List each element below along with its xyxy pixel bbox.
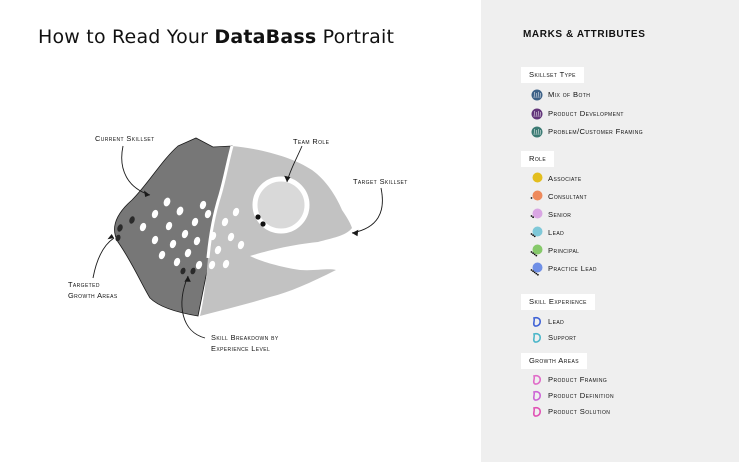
- legend-item-label: Practice Lead: [548, 264, 597, 273]
- breakdown-annotation: Skill Breakdown by Experience Level: [211, 332, 279, 354]
- fish-portrait-diagram: [92, 137, 383, 339]
- skillset-circle-icon: [531, 89, 543, 101]
- target-skillset-leader: [351, 187, 383, 234]
- legend-item-label: Associate: [548, 174, 582, 183]
- breakdown-label-line1: Skill Breakdown by: [211, 333, 279, 342]
- growth-scale-icon: [532, 390, 541, 401]
- skillset-circle-icon: [531, 126, 543, 138]
- team-role-eye: [252, 176, 310, 234]
- target-skillset-label: Target Skillset: [353, 177, 408, 186]
- legend-section-skillset-type: Skillset Type: [521, 67, 584, 83]
- role-circle-icon: [530, 262, 543, 276]
- team-role-annotation: Team Role: [293, 136, 329, 147]
- growth-area-marks: [115, 216, 196, 275]
- legend-item-label: Lead: [548, 317, 565, 326]
- breakdown-label-line2: Experience Level: [211, 344, 271, 353]
- growth-areas-label-line2: Growth Areas: [68, 291, 118, 300]
- legend-item-label: Principal: [548, 246, 580, 255]
- legend-title: MARKS & ATTRIBUTES: [523, 29, 646, 40]
- role-circle-icon: [530, 208, 543, 219]
- scale-icon: [532, 332, 541, 343]
- current-skillset-annotation: Current Skillset: [95, 133, 155, 144]
- title-suffix: Portrait: [316, 26, 395, 48]
- current-skillset-label: Current Skillset: [95, 134, 155, 143]
- role-circle-icon: [530, 226, 543, 238]
- skill-experience-marks: [139, 197, 245, 270]
- growth-scale-icon: [532, 374, 541, 385]
- legend-item-label: Consultant: [548, 192, 588, 201]
- legend-item-label: Lead: [548, 228, 565, 237]
- legend-section-growth-areas: Growth Areas: [521, 353, 587, 369]
- target-skillset-annotation: Target Skillset: [353, 176, 408, 187]
- growth-areas-leader: [92, 237, 115, 279]
- title-prefix: How to Read Your: [38, 26, 215, 48]
- legend-item-label: Product Solution: [548, 407, 611, 416]
- team-role-label: Team Role: [293, 137, 330, 146]
- page-title: How to Read Your DataBass Portrait: [38, 26, 394, 48]
- skillset-circle-icon: [531, 108, 543, 119]
- legend-item-label: Problem/Customer Framing: [548, 127, 644, 136]
- legend-item-label: Product Definition: [548, 391, 614, 400]
- role-circle-icon: [532, 172, 543, 183]
- role-circle-icon: [530, 190, 543, 201]
- legend-item-label: Product Framing: [548, 375, 608, 384]
- growth-areas-label-line1: Targeted: [68, 280, 100, 289]
- legend-item-label: Mix of Both: [548, 90, 591, 99]
- legend-section-skill-experience: Skill Experience: [521, 294, 595, 310]
- role-circle-icon: [530, 244, 543, 257]
- title-brand: DataBass: [214, 26, 317, 48]
- scale-icon: [532, 316, 541, 327]
- legend-item-label: Senior: [548, 210, 572, 219]
- legend-item-label: Support: [548, 333, 577, 342]
- growth-scale-icon: [532, 406, 541, 417]
- current-skillset-body: [114, 137, 233, 317]
- current-skillset-leader: [121, 145, 151, 196]
- legend-section-role: Role: [521, 151, 555, 167]
- breakdown-leader: [181, 275, 206, 339]
- legend-item-label: Product Development: [548, 108, 624, 118]
